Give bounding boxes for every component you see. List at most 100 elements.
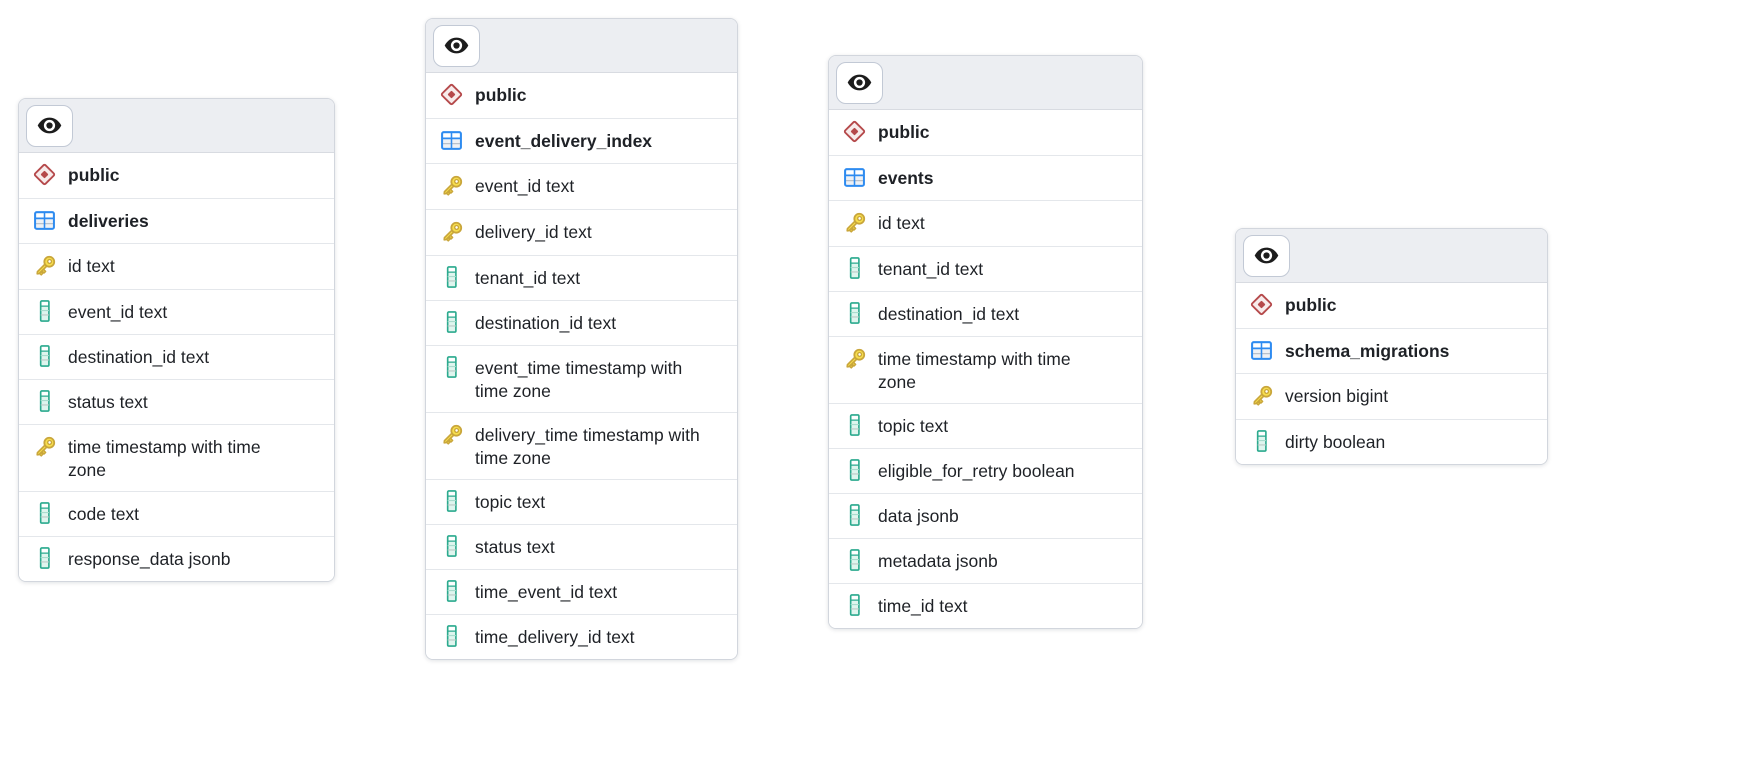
column-row-topic[interactable]: topic text bbox=[829, 403, 1142, 448]
column-type: text bbox=[516, 492, 546, 512]
schema-row[interactable]: public bbox=[829, 110, 1142, 155]
column-row-event_id[interactable]: event_id text bbox=[426, 163, 737, 209]
column-row-time_delivery_id[interactable]: time_delivery_id text bbox=[426, 614, 737, 659]
column-row-eligible_for_retry[interactable]: eligible_for_retry boolean bbox=[829, 448, 1142, 493]
column-row-topic[interactable]: topic text bbox=[426, 479, 737, 524]
column-row-data[interactable]: data jsonb bbox=[829, 493, 1142, 538]
column-icon bbox=[435, 534, 467, 559]
column-type: bigint bbox=[1346, 386, 1389, 406]
column-row-destination_id[interactable]: destination_id text bbox=[829, 291, 1142, 336]
table-name-row[interactable]: schema_migrations bbox=[1236, 328, 1547, 373]
column-icon bbox=[838, 503, 870, 528]
column-name: time bbox=[878, 349, 912, 369]
primary-key-icon bbox=[28, 434, 60, 461]
column-row-time[interactable]: time timestamp with time zone bbox=[19, 424, 334, 491]
column-row-version[interactable]: version bigint bbox=[1236, 373, 1547, 419]
column-name: topic bbox=[475, 492, 512, 512]
column-name: tenant_id bbox=[878, 259, 951, 279]
column-icon bbox=[435, 489, 467, 514]
column-row-metadata[interactable]: metadata jsonb bbox=[829, 538, 1142, 583]
column-name: dirty bbox=[1285, 432, 1319, 452]
column-name: status bbox=[68, 392, 115, 412]
schema-row[interactable]: public bbox=[1236, 283, 1547, 328]
schema-row[interactable]: public bbox=[19, 153, 334, 198]
column-name: code bbox=[68, 504, 106, 524]
schema-row[interactable]: public bbox=[426, 73, 737, 118]
column-row-event_id[interactable]: event_id text bbox=[19, 289, 334, 334]
column-name: eligible_for_retry bbox=[878, 461, 1008, 481]
table-name-row[interactable]: events bbox=[829, 155, 1142, 200]
column-row-destination_id[interactable]: destination_id text bbox=[19, 334, 334, 379]
column-icon bbox=[28, 299, 60, 324]
column-label: code text bbox=[68, 501, 139, 526]
column-name: data bbox=[878, 506, 913, 526]
column-row-response_data[interactable]: response_data jsonb bbox=[19, 536, 334, 581]
column-row-status[interactable]: status text bbox=[19, 379, 334, 424]
column-row-event_time[interactable]: event_time timestamp with time zone bbox=[426, 345, 737, 412]
column-row-delivery_time[interactable]: delivery_time timestamp with time zone bbox=[426, 412, 737, 479]
column-label: time timestamp with time zone bbox=[878, 346, 1108, 394]
column-type: text bbox=[954, 259, 984, 279]
column-type: timestamp with time zone bbox=[68, 437, 261, 480]
column-icon bbox=[28, 546, 60, 571]
column-row-status[interactable]: status text bbox=[426, 524, 737, 569]
primary-key-icon bbox=[435, 422, 467, 449]
column-type: text bbox=[546, 176, 575, 196]
column-name: destination_id bbox=[475, 313, 583, 333]
table-icon bbox=[28, 208, 60, 233]
column-type: text bbox=[119, 392, 148, 412]
column-label: event_id text bbox=[475, 173, 574, 198]
column-row-id[interactable]: id text bbox=[19, 243, 334, 289]
schema-diamond-icon bbox=[28, 162, 60, 187]
table-icon bbox=[1245, 338, 1277, 363]
table-name-row[interactable]: event_delivery_index bbox=[426, 118, 737, 163]
column-name: time_id bbox=[878, 596, 935, 616]
columns-list: id text tenant_id text destination_id text… bbox=[829, 200, 1142, 628]
column-row-tenant_id[interactable]: tenant_id text bbox=[426, 255, 737, 300]
column-name: status bbox=[475, 537, 522, 557]
column-label: destination_id text bbox=[475, 310, 616, 335]
column-icon bbox=[838, 548, 870, 573]
column-icon bbox=[838, 593, 870, 618]
table-icon bbox=[435, 128, 467, 153]
column-row-time_event_id[interactable]: time_event_id text bbox=[426, 569, 737, 614]
column-icon bbox=[28, 389, 60, 414]
column-row-tenant_id[interactable]: tenant_id text bbox=[829, 246, 1142, 291]
column-label: tenant_id text bbox=[878, 256, 983, 281]
column-name: destination_id bbox=[878, 304, 986, 324]
column-name: metadata bbox=[878, 551, 951, 571]
table-card-header bbox=[426, 19, 737, 73]
column-label: metadata jsonb bbox=[878, 548, 998, 573]
column-type: text bbox=[139, 302, 168, 322]
visibility-toggle-button[interactable] bbox=[1243, 234, 1290, 277]
table-card-events[interactable]: public events id text tenant_id text desti… bbox=[828, 55, 1143, 629]
column-row-time[interactable]: time timestamp with time zone bbox=[829, 336, 1142, 403]
column-icon bbox=[435, 265, 467, 290]
column-label: time_id text bbox=[878, 593, 968, 618]
column-type: jsonb bbox=[955, 551, 998, 571]
visibility-toggle-button[interactable] bbox=[433, 24, 480, 67]
column-label: destination_id text bbox=[68, 344, 209, 369]
table-icon bbox=[838, 165, 870, 190]
column-icon bbox=[838, 413, 870, 438]
column-name: time_event_id bbox=[475, 582, 584, 602]
column-row-code[interactable]: code text bbox=[19, 491, 334, 536]
column-type: text bbox=[551, 268, 581, 288]
table-name-label: event_delivery_index bbox=[475, 131, 653, 151]
column-row-time_id[interactable]: time_id text bbox=[829, 583, 1142, 628]
visibility-toggle-button[interactable] bbox=[26, 104, 73, 147]
column-row-dirty[interactable]: dirty boolean bbox=[1236, 419, 1547, 464]
visibility-toggle-button[interactable] bbox=[836, 61, 883, 104]
column-row-delivery_id[interactable]: delivery_id text bbox=[426, 209, 737, 255]
column-row-id[interactable]: id text bbox=[829, 200, 1142, 246]
column-type: timestamp with time zone bbox=[878, 349, 1071, 392]
table-name-row[interactable]: deliveries bbox=[19, 198, 334, 243]
column-type: text bbox=[896, 213, 925, 233]
table-card-event_delivery_index[interactable]: public event_delivery_index event_id tex… bbox=[425, 18, 738, 660]
column-row-destination_id[interactable]: destination_id text bbox=[426, 300, 737, 345]
column-label: tenant_id text bbox=[475, 265, 580, 290]
